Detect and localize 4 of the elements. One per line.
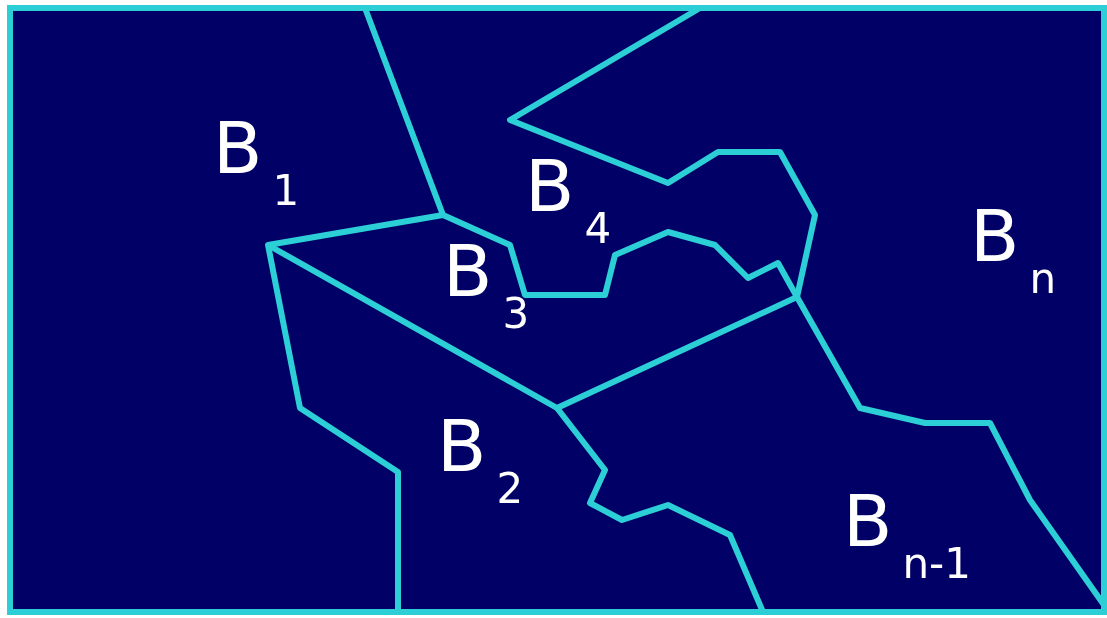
- region-label: B$_{n}$: [970, 200, 1057, 300]
- region-label: B$_{n-1}$: [843, 485, 971, 585]
- region-label: B$_{2}$: [437, 410, 524, 510]
- region-label: B$_{1}$: [213, 112, 300, 212]
